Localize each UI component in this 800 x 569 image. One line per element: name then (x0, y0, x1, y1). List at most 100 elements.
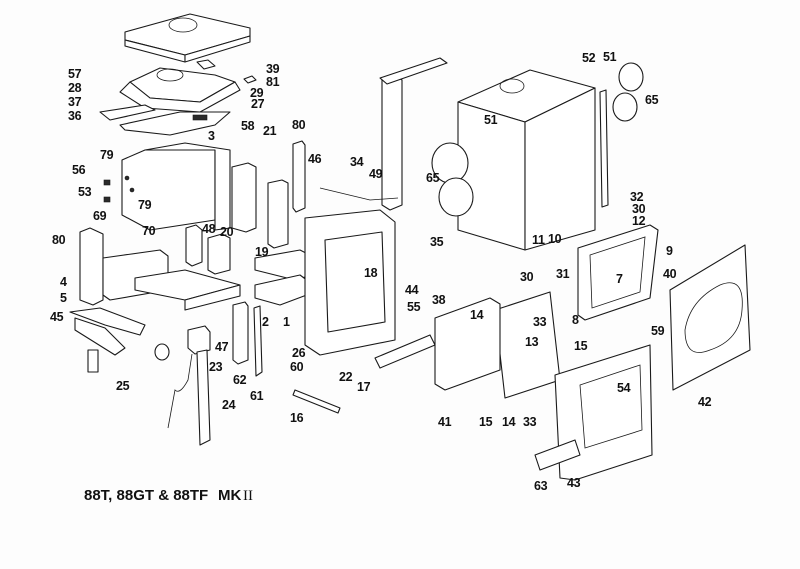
label-58: 58 (241, 119, 255, 133)
label-39: 39 (266, 62, 280, 76)
label-36: 36 (68, 109, 82, 123)
label-24: 24 (222, 398, 236, 412)
knob-25 (154, 343, 170, 361)
label-48: 48 (202, 222, 216, 236)
label-23: 23 (209, 360, 223, 374)
door-frame-41 (434, 297, 501, 391)
label-51-front: 51 (484, 113, 498, 127)
label-43: 43 (567, 476, 581, 490)
rod-61 (253, 305, 263, 377)
bracket-62 (232, 301, 249, 365)
label-80-left: 80 (52, 233, 66, 247)
side-door-42 (669, 244, 751, 391)
label-56: 56 (72, 163, 86, 177)
front-frame-18 (304, 209, 396, 356)
label-28: 28 (68, 81, 82, 95)
label-37: 37 (68, 95, 82, 109)
label-22: 22 (339, 370, 353, 384)
label-65-side: 65 (645, 93, 659, 107)
bracket-81 (243, 75, 257, 84)
label-65-front: 65 (426, 171, 440, 185)
back-plate (381, 75, 403, 211)
label-69: 69 (93, 209, 107, 223)
label-62: 62 (233, 373, 247, 387)
block-21 (267, 179, 289, 249)
label-20: 20 (220, 225, 234, 239)
door-plank-63 (534, 439, 581, 471)
label-33-bottom: 33 (523, 415, 537, 429)
label-2: 2 (262, 315, 269, 329)
sensor-cable-24 (167, 349, 211, 446)
label-14-top: 14 (470, 308, 484, 322)
label-53: 53 (78, 185, 92, 199)
label-41: 41 (438, 415, 452, 429)
label-15-bottom: 15 (479, 415, 493, 429)
label-35: 35 (430, 235, 444, 249)
label-79-mid: 79 (138, 198, 152, 212)
label-26: 26 (292, 346, 306, 360)
rod-34 (319, 187, 399, 201)
label-80-mid: 80 (292, 118, 306, 132)
screws-53 (103, 179, 111, 203)
lever-16 (292, 389, 341, 414)
label-33-top: 33 (533, 315, 547, 329)
label-19: 19 (255, 245, 269, 259)
ash-tray-45 (69, 307, 146, 373)
label-57: 57 (68, 67, 82, 81)
label-47: 47 (215, 340, 229, 354)
flue-hood-part (124, 13, 251, 63)
label-3: 3 (208, 129, 215, 143)
label-70: 70 (142, 224, 156, 238)
firebox-side-assembly (121, 142, 231, 231)
label-61: 61 (250, 389, 264, 403)
label-46: 46 (308, 152, 322, 166)
label-81: 81 (266, 75, 280, 89)
label-51-top: 51 (603, 50, 617, 64)
label-11: 11 (532, 233, 545, 247)
label-31: 31 (556, 267, 570, 281)
top-lid-plank (379, 57, 448, 85)
label-42: 42 (698, 395, 712, 409)
caption-models: 88T, 88GT & 88TF (84, 487, 208, 504)
label-13: 13 (525, 335, 539, 349)
front-door-43 (554, 344, 653, 481)
label-45: 45 (50, 310, 64, 324)
label-5: 5 (60, 291, 67, 305)
bracket-39 (196, 59, 216, 70)
caption-mark: MK (218, 487, 241, 504)
bracket-58 (231, 162, 257, 233)
label-59: 59 (651, 324, 665, 338)
label-9: 9 (666, 244, 673, 258)
bracket-80-middle (292, 140, 306, 213)
label-38: 38 (432, 293, 446, 307)
label-16: 16 (290, 411, 304, 425)
control-23-47 (187, 325, 211, 355)
block-20 (207, 233, 231, 275)
top-plate-assembly (99, 67, 241, 136)
label-17: 17 (357, 380, 371, 394)
bracket-48 (185, 224, 203, 267)
label-8: 8 (572, 313, 579, 327)
side-strip-51 (599, 89, 609, 208)
label-29: 29 (250, 86, 264, 100)
label-63: 63 (534, 479, 548, 493)
label-1: 1 (283, 315, 290, 329)
label-25: 25 (116, 379, 130, 393)
label-40: 40 (663, 267, 677, 281)
boiler-casing (457, 69, 596, 251)
part-labels: 57 28 37 36 39 81 29 27 3 79 56 53 79 70… (50, 50, 712, 493)
label-79-top: 79 (100, 148, 114, 162)
label-44: 44 (405, 283, 419, 297)
plate-17 (374, 334, 436, 369)
label-32: 32 (630, 190, 644, 204)
label-27: 27 (251, 97, 265, 111)
label-14-bottom: 14 (502, 415, 516, 429)
label-21: 21 (263, 124, 277, 138)
model-caption: 88T, 88GT & 88TF MK II (84, 487, 253, 504)
label-30-top: 30 (632, 202, 646, 216)
cover-discs-65-front (431, 142, 474, 217)
label-18: 18 (364, 266, 378, 280)
label-34: 34 (350, 155, 364, 169)
